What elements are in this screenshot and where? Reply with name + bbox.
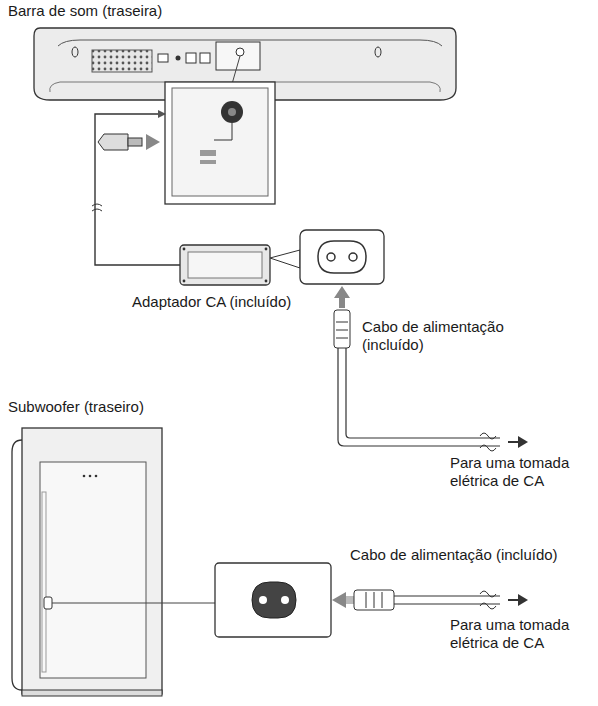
- callout-label: Cabo de alimentação (incluído): [350, 546, 590, 564]
- subwoofer-body: [12, 428, 331, 696]
- callout-label: Para uma tomada elétrica de CA: [450, 616, 590, 652]
- callout-label: Cabo de alimentação (incluído): [362, 318, 522, 354]
- ac-adapter: Adaptador CA (incluído): [128, 245, 308, 315]
- part-label: Subwoofer (traseiro): [8, 398, 144, 416]
- part-label: Barra de som (traseira): [8, 2, 162, 20]
- ac-adapter-body: [180, 230, 384, 285]
- callout-label: Para uma tomada elétrica de CA: [450, 454, 590, 490]
- dc-jack-inset: [165, 56, 275, 204]
- dc-jack-inset: [165, 82, 275, 204]
- part-label: Adaptador CA (incluído): [132, 293, 291, 311]
- power-cord: [334, 286, 528, 451]
- soundbar: Barra de som (traseira): [6, 2, 458, 100]
- dc-plug: [98, 134, 160, 150]
- subwoofer: Subwoofer (traseiro): [6, 398, 166, 698]
- power-cord: [332, 590, 528, 610]
- adapter-box: [180, 245, 270, 285]
- cable-connector: [95, 114, 180, 265]
